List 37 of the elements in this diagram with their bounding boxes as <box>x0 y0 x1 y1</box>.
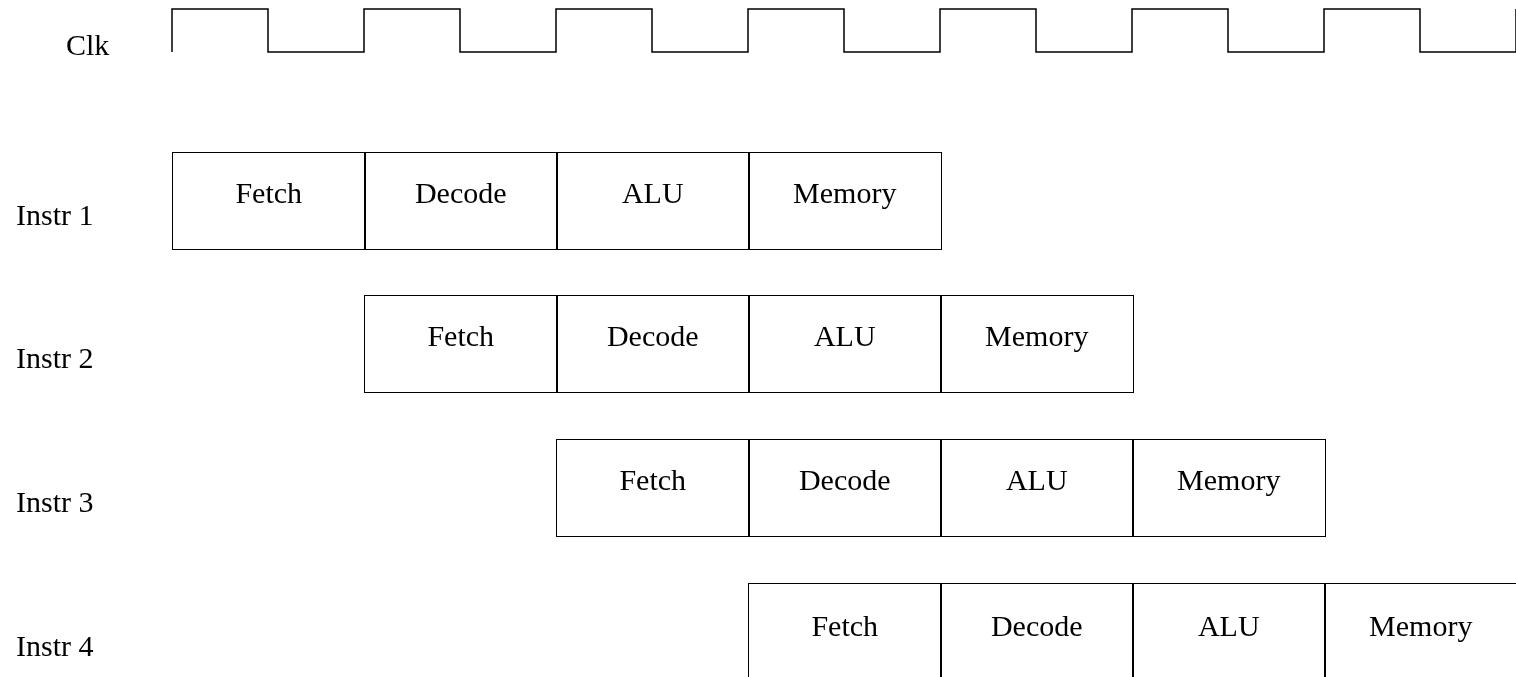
stage-box <box>1324 583 1516 677</box>
row-label: Instr 1 <box>16 200 94 230</box>
stage-label: Memory <box>1369 610 1473 641</box>
stage-box <box>940 439 1134 537</box>
stage-label: Fetch <box>235 177 303 208</box>
stage-label: ALU <box>1005 464 1068 495</box>
stage-box <box>748 583 942 677</box>
stage-label: Decode <box>414 177 507 208</box>
stage-box <box>556 439 750 537</box>
stage-label: Fetch <box>427 320 495 351</box>
stage-label: Decode <box>606 320 699 351</box>
row-label: Instr 3 <box>16 487 94 517</box>
stage-box <box>364 295 558 393</box>
row-label: Instr 4 <box>16 631 94 661</box>
stage-label: Fetch <box>811 610 879 641</box>
stage-label: ALU <box>621 177 684 208</box>
stage-box <box>364 152 558 250</box>
stage-label: Decode <box>798 464 891 495</box>
stage-box <box>748 439 942 537</box>
stage-box <box>1132 439 1326 537</box>
stage-box <box>940 295 1134 393</box>
stage-label: Fetch <box>619 464 687 495</box>
stage-box <box>748 295 942 393</box>
stage-box <box>556 295 750 393</box>
stage-box <box>748 152 942 250</box>
stage-label: ALU <box>1197 610 1260 641</box>
row-label: Instr 2 <box>16 343 94 373</box>
stage-label: Decode <box>990 610 1083 641</box>
signal-label: Clk <box>66 30 110 60</box>
stage-box <box>172 152 366 250</box>
stage-label: Memory <box>1177 464 1281 495</box>
stage-label: ALU <box>813 320 876 351</box>
stage-box <box>556 152 750 250</box>
stage-box <box>940 583 1134 677</box>
stage-label: Memory <box>985 320 1089 351</box>
stage-box <box>1132 583 1326 677</box>
stage-label: Memory <box>793 177 897 208</box>
